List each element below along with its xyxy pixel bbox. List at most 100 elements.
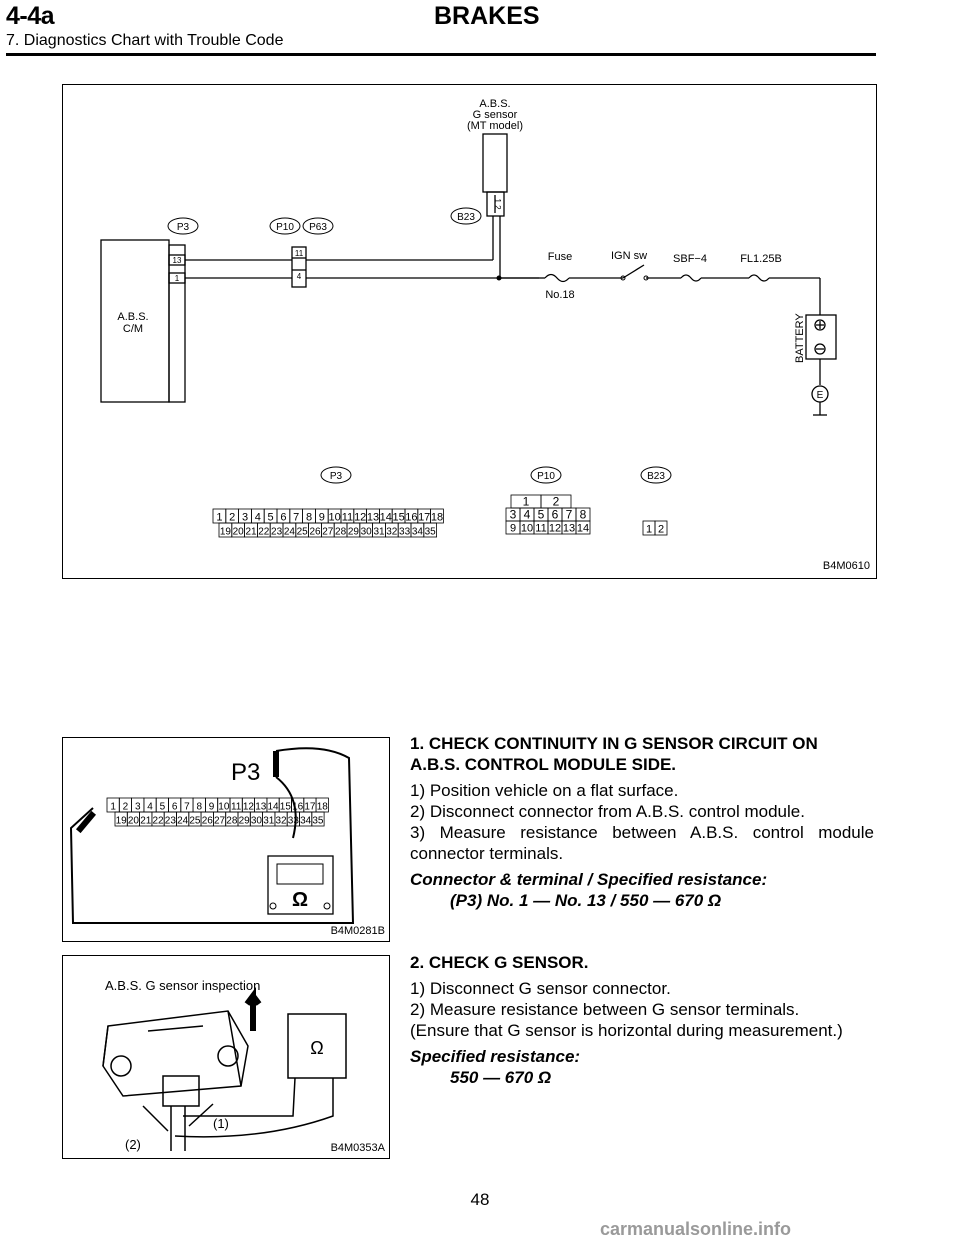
terminal-number: 32 xyxy=(275,816,287,827)
terminal-number: 17 xyxy=(418,512,430,524)
terminal-number: 11 xyxy=(342,512,353,524)
terminal-number: 24 xyxy=(177,816,189,827)
terminal-number: 16 xyxy=(405,512,417,524)
terminal-number: 6 xyxy=(172,802,178,813)
multimeter-icon xyxy=(267,855,334,915)
terminal-number: 5 xyxy=(160,802,166,813)
wiring-diagram-svg: P3 P10 P63 B23 P3 P10 B23 A.B.S. G senso… xyxy=(100,98,837,538)
terminal-number: 31 xyxy=(373,527,385,538)
fig2-label-2: (2) xyxy=(125,1137,141,1152)
terminal-number: 29 xyxy=(348,527,360,538)
terminal-number: 4 xyxy=(147,802,153,813)
terminal-number: 22 xyxy=(152,816,164,827)
terminal-number: 23 xyxy=(165,816,177,827)
terminal-number: 18 xyxy=(431,512,443,524)
terminal-number: 12 xyxy=(549,523,561,535)
sbf-label: SBF−4 xyxy=(673,253,707,265)
terminal-number: 2 xyxy=(123,802,129,813)
terminal-number: 8 xyxy=(196,802,202,813)
tag-p63: P63 xyxy=(309,222,327,233)
step1-text: 1. CHECK CONTINUITY IN G SENSOR CIRCUIT … xyxy=(410,733,874,911)
terminal-number: 33 xyxy=(288,816,300,827)
terminal-number: 8 xyxy=(580,508,587,522)
fuse-number: No.18 xyxy=(545,289,574,301)
section-code: 4-4a xyxy=(6,2,55,30)
fig2-label-1: (1) xyxy=(213,1116,229,1131)
terminal-number: 14 xyxy=(267,802,279,813)
terminal-number: 14 xyxy=(577,523,589,535)
step2-text: 2. CHECK G SENSOR. 1) Disconnect G senso… xyxy=(410,952,874,1088)
terminal-number: 1 xyxy=(523,495,530,509)
terminal-number: 34 xyxy=(412,527,424,538)
step1-line-2: 2) Disconnect connector from A.B.S. cont… xyxy=(410,802,805,821)
terminal-number: 3 xyxy=(510,508,517,522)
terminal-number: 10 xyxy=(521,523,533,535)
fl-label: FL1.25B xyxy=(740,253,782,265)
terminal-number: 1 xyxy=(646,524,652,536)
step2-spec-label: Specified resistance: xyxy=(410,1047,581,1066)
step1-line-1: 1) Position vehicle on a flat surface. xyxy=(410,781,679,800)
step1-title-2: A.B.S. CONTROL MODULE SIDE. xyxy=(410,755,677,774)
meter2-icon xyxy=(287,1013,347,1079)
battery-label: BATTERY xyxy=(794,313,806,363)
fig2-title: A.B.S. G sensor inspection xyxy=(105,978,260,993)
terminal-number: 1 xyxy=(110,802,116,813)
gsensor-label-1: A.B.S. xyxy=(479,98,510,110)
terminal-number: 23 xyxy=(271,527,283,538)
watermark: carmanualsonline.info xyxy=(600,1219,792,1239)
terminal-number: 5 xyxy=(538,508,545,522)
step2-line-2: 2) Measure resistance between G sensor t… xyxy=(410,1000,800,1019)
page-number: 48 xyxy=(470,1190,490,1209)
terminal-number: 26 xyxy=(202,816,214,827)
gsensor-label-3: (MT model) xyxy=(467,120,523,132)
terminal-number: 11 xyxy=(231,802,242,813)
terminal-number: 30 xyxy=(251,816,263,827)
terminal-number: 28 xyxy=(226,816,238,827)
gsensor-box xyxy=(482,133,508,193)
p3-pin-1: 1 xyxy=(175,274,180,283)
step2-line-3: (Ensure that G sensor is horizontal duri… xyxy=(410,1021,843,1040)
terminal-number: 1 xyxy=(216,512,222,524)
terminal-number: 5 xyxy=(268,512,274,524)
terminal-number: 18 xyxy=(317,802,329,813)
terminal-number: 2 xyxy=(553,495,560,509)
terminal-cell xyxy=(575,520,591,535)
terminal-number: 7 xyxy=(293,512,299,524)
terminal-number: 21 xyxy=(245,527,257,538)
terminal-number: 12 xyxy=(354,512,366,524)
ground-label: E xyxy=(817,390,824,401)
step2-line-1: 1) Disconnect G sensor connector. xyxy=(410,979,671,998)
tag-p3: P3 xyxy=(177,222,190,233)
terminal-number: 3 xyxy=(242,512,248,524)
terminal-number: 19 xyxy=(116,816,128,827)
step1-title-1: 1. CHECK CONTINUITY IN G SENSOR CIRCUIT … xyxy=(410,734,818,753)
step2-title: 2. CHECK G SENSOR. xyxy=(410,953,589,972)
fig-connector-label: P3 xyxy=(231,759,260,786)
terminal-number: 2 xyxy=(658,524,664,536)
p10-pin-11: 11 xyxy=(295,249,304,258)
terminal-number: 13 xyxy=(255,802,267,813)
terminal-number: 10 xyxy=(218,802,230,813)
terminal-number: 8 xyxy=(306,512,312,524)
terminal-number: 32 xyxy=(386,527,398,538)
terminal-number: 20 xyxy=(233,527,245,538)
page-title: BRAKES xyxy=(434,2,540,30)
terminal-number: 29 xyxy=(239,816,251,827)
terminal-number: 33 xyxy=(399,527,411,538)
step1-line-3: 3) Measure resistance between A.B.S. con… xyxy=(410,823,874,863)
terminal-number: 9 xyxy=(209,802,215,813)
terminal-number: 17 xyxy=(304,802,316,813)
terminal-number: 7 xyxy=(566,508,573,522)
step1-spec-value: (P3) No. 1 — No. 13 / 550 — 670 Ω xyxy=(450,891,722,910)
terminal-number: 13 xyxy=(563,523,575,535)
terminal-number: 34 xyxy=(300,816,312,827)
terminal-number: 25 xyxy=(297,527,309,538)
terminal-number: 3 xyxy=(135,802,141,813)
header-rule xyxy=(6,53,876,56)
terminal-number: 6 xyxy=(280,512,286,524)
terminal-number: 24 xyxy=(284,527,296,538)
